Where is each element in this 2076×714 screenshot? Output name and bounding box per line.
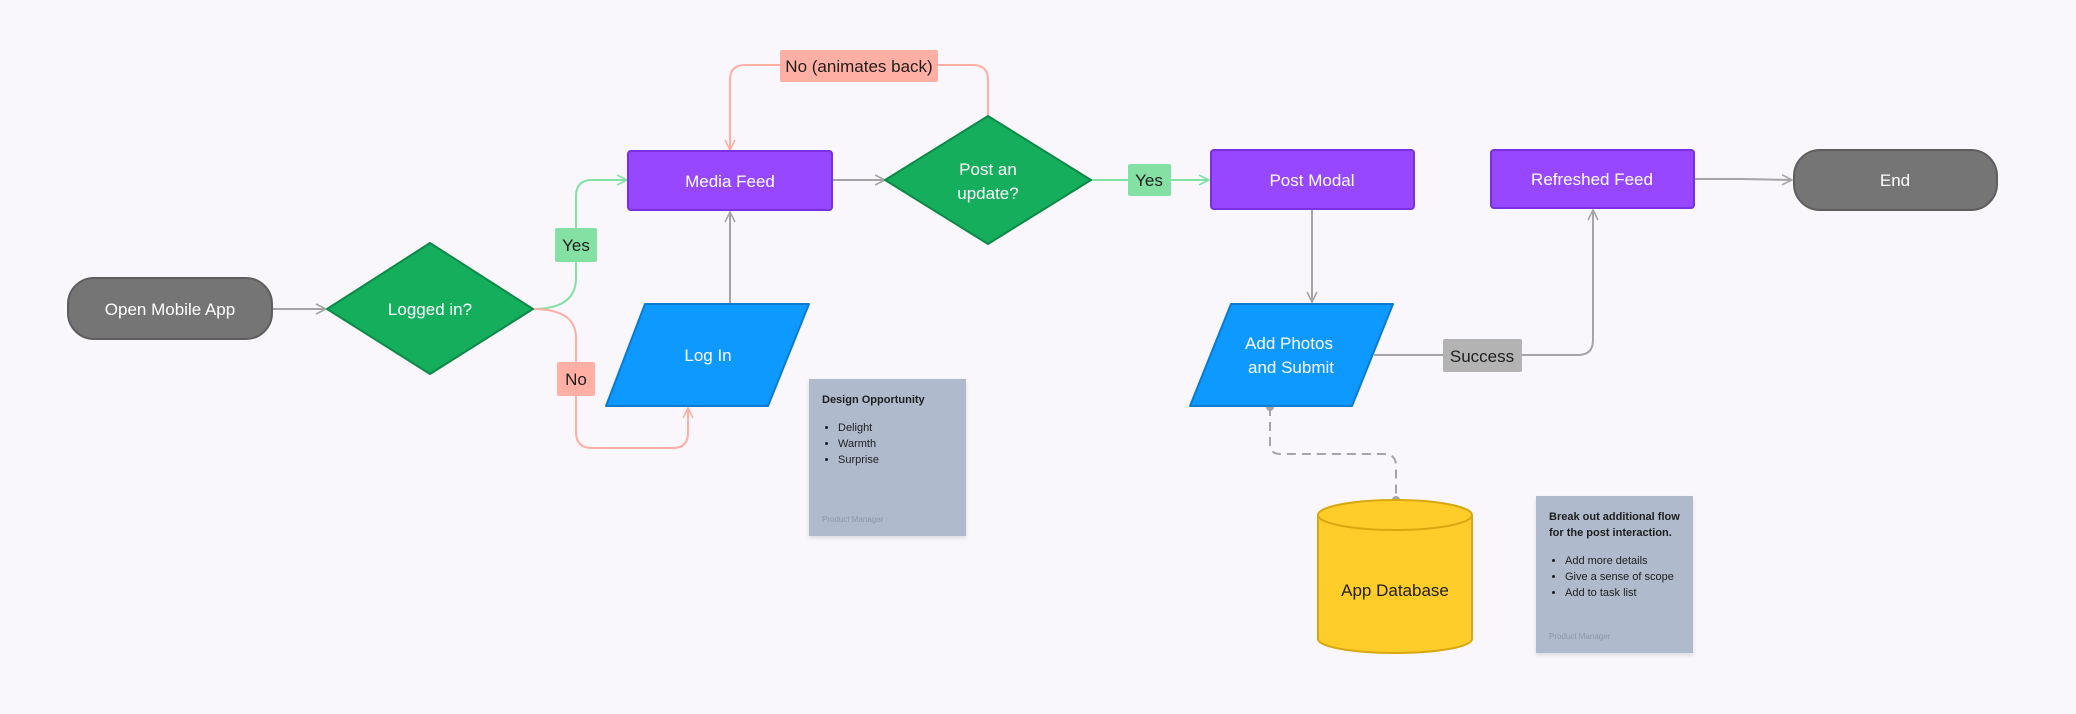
note-list-item: Add to task list: [1565, 585, 1680, 601]
node-app-database[interactable]: App Database: [1317, 499, 1473, 654]
sticky-note-design-opportunity[interactable]: Design Opportunity Delight Warmth Surpri…: [809, 379, 966, 536]
svg-text:Yes: Yes: [1135, 171, 1163, 190]
node-post-update-decision[interactable]: Post an update?: [884, 115, 1092, 245]
node-label-line1: Add Photos: [1245, 334, 1333, 353]
connector-photos-to-database: [1269, 407, 1397, 499]
node-add-photos-submit[interactable]: Add Photos and Submit: [1189, 303, 1394, 407]
node-label-line1: Post an: [959, 160, 1017, 179]
note-title: Design Opportunity: [822, 394, 925, 406]
node-label: End: [1880, 171, 1910, 190]
edge-label-success: Success: [1443, 339, 1522, 372]
note-list-item: Give a sense of scope: [1565, 569, 1680, 585]
node-label: Media Feed: [685, 172, 775, 191]
node-refreshed-feed[interactable]: Refreshed Feed: [1490, 149, 1695, 209]
edge-label-yes-post: Yes: [1128, 164, 1171, 196]
svg-text:Success: Success: [1450, 347, 1514, 366]
node-logged-in-decision[interactable]: Logged in?: [326, 242, 534, 375]
node-open-mobile-app[interactable]: Open Mobile App: [67, 277, 273, 340]
edge-label-yes-logged-in: Yes: [555, 228, 597, 262]
svg-text:No: No: [565, 370, 587, 389]
node-label: Log In: [684, 346, 731, 365]
sticky-note-break-out-flow[interactable]: Break out additional flow for the post i…: [1536, 496, 1693, 653]
note-list: Delight Warmth Surprise: [822, 420, 953, 468]
node-label: Post Modal: [1269, 171, 1354, 190]
node-label: Logged in?: [388, 300, 472, 319]
connectors: [272, 64, 1792, 504]
connector-photos-success-to-refreshed: [1374, 210, 1593, 356]
node-label: App Database: [1341, 581, 1449, 600]
node-log-in[interactable]: Log In: [605, 303, 810, 407]
note-list-item: Add more details: [1565, 553, 1680, 569]
note-author: Product Manager: [822, 515, 884, 524]
node-label: Open Mobile App: [105, 300, 235, 319]
node-media-feed[interactable]: Media Feed: [627, 150, 833, 211]
note-list-item: Surprise: [838, 452, 953, 468]
node-label-line2: update?: [957, 184, 1018, 203]
note-list-item: Delight: [838, 420, 953, 436]
note-list-item: Warmth: [838, 436, 953, 452]
connector-logged-no-to-login: [532, 308, 688, 449]
note-author: Product Manager: [1549, 632, 1611, 641]
node-label-line2: and Submit: [1248, 358, 1334, 377]
connector-refreshed-to-end: [1694, 179, 1792, 180]
node-post-modal[interactable]: Post Modal: [1210, 149, 1415, 210]
note-list: Add more details Give a sense of scope A…: [1549, 553, 1680, 601]
svg-text:No (animates back): No (animates back): [785, 57, 932, 76]
edge-label-no-logged-in: No: [557, 362, 595, 396]
edge-label-no-animates-back: No (animates back): [780, 50, 938, 82]
note-title: Break out additional flow for the post i…: [1549, 511, 1680, 539]
node-end[interactable]: End: [1793, 149, 1998, 211]
node-label: Refreshed Feed: [1531, 170, 1653, 189]
svg-text:Yes: Yes: [562, 236, 590, 255]
